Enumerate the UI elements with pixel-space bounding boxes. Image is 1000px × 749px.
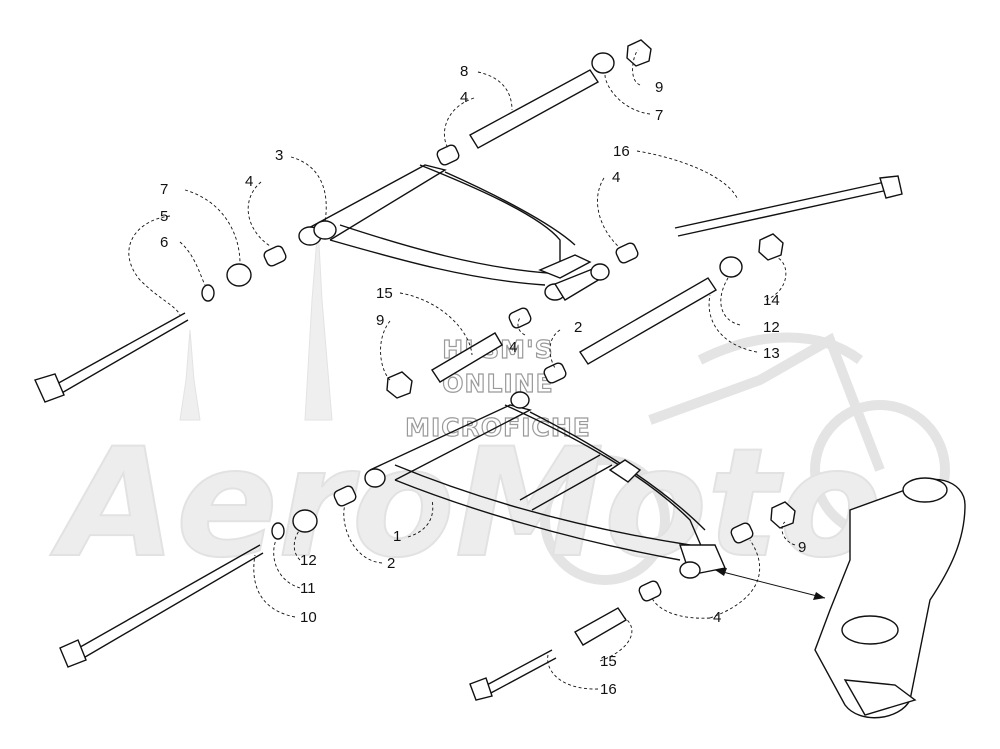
bushing-2-mid[interactable]: [543, 362, 568, 385]
spindle[interactable]: [814, 477, 966, 719]
upper-a-arm[interactable]: [298, 164, 610, 301]
watermark: AeroMoto HLSM'S ONLINE MICROFICHE: [49, 224, 950, 592]
nut-9-mid[interactable]: [386, 371, 413, 399]
watermark-spire-small: [179, 329, 201, 421]
washer-11[interactable]: [271, 522, 285, 540]
spacer-12-right[interactable]: [719, 256, 743, 278]
bushing-4-upper-b[interactable]: [263, 245, 288, 268]
callout-3: 3: [275, 147, 283, 164]
callout-13: 13: [763, 345, 780, 362]
callout-15: 15: [600, 653, 617, 670]
watermark-line2: ONLINE: [442, 369, 553, 398]
pin-15-lower[interactable]: [574, 607, 627, 646]
callout-4: 4: [713, 609, 721, 626]
callout-2: 2: [574, 319, 582, 336]
callout-16: 16: [600, 681, 617, 698]
nut-14[interactable]: [758, 233, 784, 261]
lower-a-arm[interactable]: [364, 391, 726, 579]
callout-7: 7: [160, 181, 168, 198]
bushing-4-lower-b[interactable]: [638, 580, 663, 603]
callout-4: 4: [245, 173, 253, 190]
callout-5: 5: [160, 208, 168, 225]
bushing-2-lower[interactable]: [333, 485, 358, 508]
callout-9: 9: [376, 312, 384, 329]
callout-6: 6: [160, 234, 168, 251]
callout-8: 8: [460, 63, 468, 80]
callout-7: 7: [655, 107, 663, 124]
callout-9: 9: [798, 539, 806, 556]
watermark-spire: [304, 224, 333, 421]
callout-4: 4: [612, 169, 620, 186]
bushing-4-mid[interactable]: [508, 307, 533, 330]
leader-lines: [128, 49, 796, 690]
bushing-4-upper-c[interactable]: [615, 242, 640, 265]
callout-4: 4: [509, 339, 517, 356]
callout-12: 12: [763, 319, 780, 336]
callout-9: 9: [655, 79, 663, 96]
spacer-7-upper[interactable]: [591, 52, 615, 74]
callout-4: 4: [460, 89, 468, 106]
callout-1: 1: [393, 528, 401, 545]
callout-14: 14: [763, 292, 780, 309]
spacer-12-lower[interactable]: [292, 509, 318, 533]
callout-16: 16: [613, 143, 630, 160]
nut-9-upper[interactable]: [626, 39, 652, 67]
callout-15: 15: [376, 285, 393, 302]
callout-11: 11: [300, 580, 316, 597]
pin-13[interactable]: [579, 277, 717, 365]
callout-10: 10: [300, 609, 317, 626]
watermark-line3: MICROFICHE: [405, 413, 591, 442]
bolt-16-lower[interactable]: [469, 649, 557, 701]
spacer-7-left[interactable]: [226, 263, 252, 287]
bolt-16-upper[interactable]: [674, 175, 903, 237]
spindle-arrow: [714, 568, 826, 600]
pin-8[interactable]: [469, 69, 600, 149]
bushing-4-lower-a[interactable]: [730, 522, 755, 545]
pin-15-upper[interactable]: [431, 332, 503, 383]
callout-labels: 8 4 9 7 3 16 7 4 4 5 6 15 9 4 2 14 12 13…: [160, 63, 806, 698]
bolt-10[interactable]: [59, 544, 264, 668]
callout-12: 12: [300, 552, 317, 569]
bushing-4-upper-a[interactable]: [436, 144, 461, 167]
bolt-5[interactable]: [34, 312, 189, 403]
callout-2: 2: [387, 555, 395, 572]
nut-9-lower[interactable]: [770, 501, 796, 529]
watermark-brand: AeroMoto: [50, 417, 882, 591]
washer-6[interactable]: [201, 284, 215, 302]
